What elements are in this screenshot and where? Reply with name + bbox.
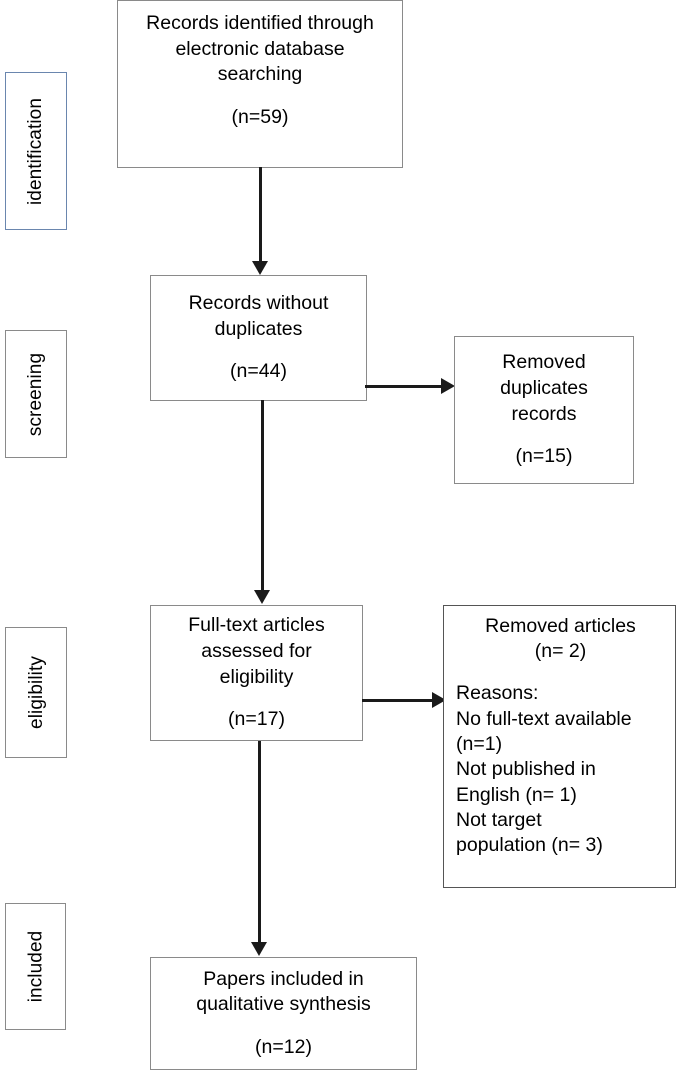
reason-3-line-2: population (n= 3) [456, 834, 603, 857]
box-records-identified-count: (n=59) [231, 105, 289, 128]
box-removed-articles: Removed articles (n= 2) Reasons: No full… [443, 605, 676, 888]
connector-full-text-to-included [258, 741, 261, 944]
arrow-head-without-duplicates-to-removed [441, 378, 455, 394]
connector-identified-to-without-duplicates [259, 167, 262, 263]
box-papers-included: Papers included in qualitative synthesis… [150, 957, 417, 1070]
arrow-head-without-duplicates-to-full-text [254, 590, 270, 604]
stage-label-included: included [5, 903, 66, 1030]
box-records-identified: Records identified through electronic da… [117, 0, 403, 168]
box-papers-included-line1: Papers included in [203, 967, 364, 990]
box-removed-duplicates-line2: duplicates [500, 376, 588, 399]
reason-3-line-1: Not target [456, 808, 542, 831]
stage-label-screening-text: screening [25, 352, 47, 436]
connector-full-text-to-removed-articles [362, 699, 434, 702]
box-full-text-assessed-line1: Full-text articles [188, 614, 325, 637]
stage-label-eligibility-text: eligibility [25, 656, 47, 729]
box-full-text-assessed-line3: eligibility [219, 665, 294, 688]
box-removed-articles-title: Removed articles [485, 615, 636, 637]
box-removed-duplicates: Removed duplicates records (n=15) [454, 336, 634, 484]
box-removed-duplicates-count: (n=15) [515, 445, 573, 468]
arrow-head-identified-to-without-duplicates [252, 261, 268, 275]
box-removed-duplicates-line3: records [511, 402, 577, 425]
connector-without-duplicates-to-removed [365, 385, 443, 388]
box-papers-included-count: (n=12) [255, 1035, 312, 1058]
box-removed-articles-reasons: Reasons: No full-text available (n=1) No… [456, 681, 665, 858]
reason-1-line-1: No full-text available [456, 707, 632, 730]
box-removed-articles-header: Removed articles (n= 2) [456, 614, 665, 665]
box-records-without-duplicates-count: (n=44) [230, 360, 287, 383]
box-records-identified-line2: electronic database [175, 37, 345, 60]
box-records-without-duplicates-line1: Records without [188, 292, 329, 315]
reason-2-line-1: Not published in [456, 758, 596, 781]
reason-2-line-2: English (n= 1) [456, 783, 577, 806]
arrow-head-full-text-to-removed-articles [432, 692, 446, 708]
box-removed-duplicates-line1: Removed [502, 351, 586, 374]
box-records-without-duplicates-line2: duplicates [214, 317, 303, 340]
reason-1-line-2: (n=1) [456, 732, 503, 755]
box-papers-included-line2: qualitative synthesis [196, 993, 371, 1016]
arrow-head-full-text-to-included [251, 942, 267, 956]
reasons-label: Reasons: [456, 682, 539, 705]
box-records-identified-line1: Records identified through [146, 12, 374, 34]
stage-label-eligibility: eligibility [5, 627, 67, 758]
stage-label-screening: screening [5, 330, 67, 458]
box-records-identified-line3: searching [217, 63, 303, 86]
stage-label-included-text: included [25, 930, 47, 1003]
stage-label-identification-text: identification [25, 97, 47, 205]
box-full-text-assessed: Full-text articles assessed for eligibil… [150, 605, 363, 741]
connector-without-duplicates-to-full-text [261, 400, 264, 592]
box-full-text-assessed-count: (n=17) [228, 708, 285, 731]
box-full-text-assessed-line2: assessed for [201, 639, 312, 662]
box-removed-articles-count: (n= 2) [534, 640, 587, 663]
stage-label-identification: identification [5, 72, 67, 230]
box-records-without-duplicates: Records without duplicates (n=44) [150, 275, 367, 401]
